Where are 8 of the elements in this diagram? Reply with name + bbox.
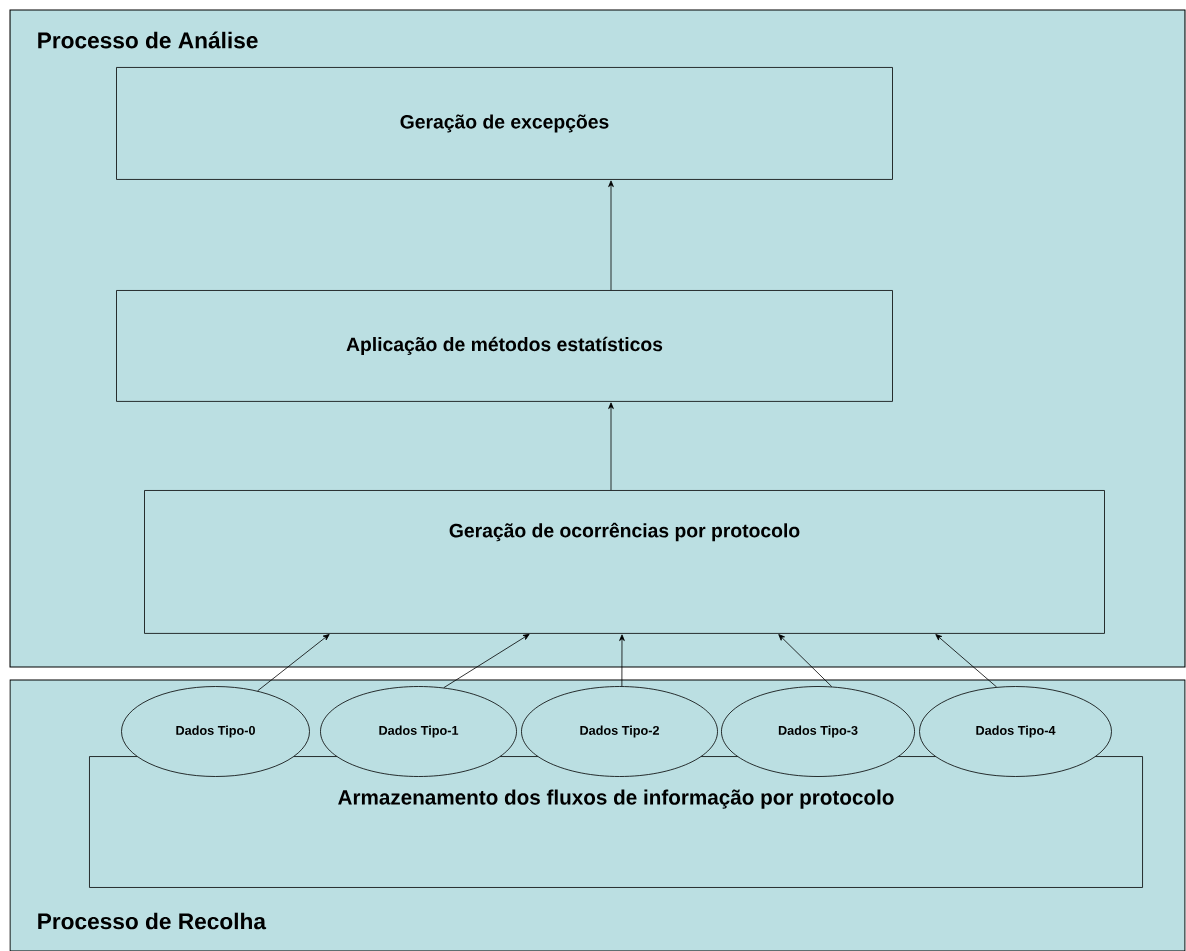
arrow xyxy=(608,180,614,291)
process-box: Geração de ocorrências por protocolo xyxy=(144,490,1105,634)
process-box: Aplicação de métodos estatísticos xyxy=(116,290,893,402)
panel-heading: Processo de Análise xyxy=(38,31,258,49)
arrow xyxy=(619,634,625,687)
arrow xyxy=(608,402,614,491)
panel-heading: Processo de Recolha xyxy=(38,912,267,930)
process-box: Geração de excepções xyxy=(116,67,893,180)
